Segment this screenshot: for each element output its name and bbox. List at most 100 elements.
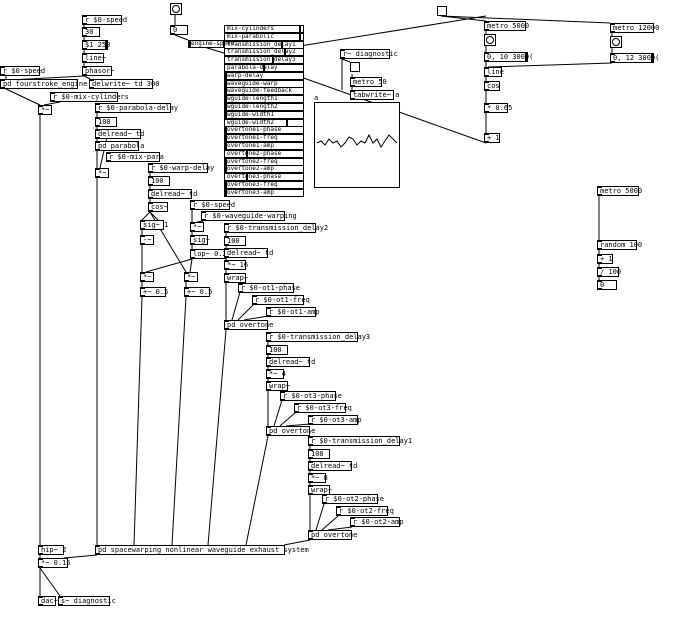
slider-knob[interactable] — [225, 104, 227, 110]
mul-tilde-wg[interactable]: *~ — [190, 222, 204, 232]
slider-transmission-delay2[interactable]: transmission_delay2 — [224, 48, 304, 56]
master-toggle[interactable] — [437, 6, 447, 16]
bang-b[interactable] — [610, 36, 622, 48]
msg-0-10-3000[interactable]: 0, 10 3000( — [484, 52, 533, 62]
mul-16[interactable]: *~ 16 — [224, 260, 248, 270]
diagnostic-toggle[interactable] — [350, 62, 360, 72]
slider-overtone3-amp[interactable]: overtone3-amp — [224, 189, 304, 197]
mul-tilde-warp2[interactable]: *~ — [184, 272, 198, 282]
wrap-a[interactable]: wrap~ — [224, 273, 248, 283]
pd-overtone-2[interactable]: pd overtone — [266, 426, 315, 436]
delread-td-e[interactable]: delread~ td — [308, 461, 357, 471]
slider-knob[interactable] — [225, 127, 227, 133]
r-parabola-delay[interactable]: r $0-parabola-delay — [95, 103, 178, 113]
slider-knob[interactable] — [225, 135, 227, 141]
sig-tilde[interactable]: sig~ — [190, 235, 210, 245]
r-ot3-phase[interactable]: r $0-ot3-phase — [280, 391, 342, 401]
r-ot3-amp[interactable]: r $0-ot3-amp — [308, 415, 362, 425]
slider-overtone3-phase[interactable]: overtone3-phase — [224, 173, 304, 181]
slider-overtone2-amp[interactable]: overtone2-amp — [224, 165, 304, 173]
number-100-e[interactable]: 100 — [308, 449, 330, 459]
start-bang[interactable] — [170, 3, 182, 15]
r-waveguide-warping[interactable]: r $0-waveguide-warping — [201, 211, 297, 221]
r-speed-top[interactable]: r $0-speed — [82, 15, 127, 25]
mul-0-15[interactable]: *~ 0.15 — [38, 558, 71, 568]
slider-transmission-delay3[interactable]: transmission_delay3 — [224, 56, 304, 64]
slider-knob[interactable] — [225, 143, 227, 149]
div-100[interactable]: / 100 — [597, 267, 621, 277]
slider-overtone2-phase[interactable]: overtone2-phase — [224, 150, 304, 158]
slider-knob[interactable] — [246, 174, 248, 180]
cos-tilde[interactable]: cos~ — [148, 202, 168, 212]
msg-0-12-3000[interactable]: 0, 12 3000( — [610, 53, 659, 63]
array-graph[interactable] — [314, 102, 400, 188]
r-warp-delay[interactable]: r $0-warp-delay — [148, 163, 214, 173]
wrap-b[interactable]: wrap~ — [266, 381, 290, 391]
pd-spacewarping[interactable]: pd spacewarping nonlinear waveguide exha… — [95, 545, 309, 555]
r-ot1-phase[interactable]: r $0-ot1-phase — [238, 283, 300, 293]
slider-wguide-length1[interactable]: wguide-length1 — [224, 95, 304, 103]
r-transmission-delay1[interactable]: r $0-transmission_delay1 — [308, 436, 412, 446]
r-mix-cylinders[interactable]: r $0-mix-cylinders — [50, 92, 129, 102]
mul-0-65[interactable]: * 0.65 — [484, 103, 512, 113]
mul-tilde-warp1[interactable]: *~ — [140, 272, 154, 282]
minus-tilde[interactable]: -~ — [140, 235, 154, 245]
r-diagnostic[interactable]: r~ diagnostic — [340, 49, 398, 59]
r-ot2-freq[interactable]: r $0-ot2-freq — [336, 506, 394, 516]
r-transmission-delay2[interactable]: r $0-transmission_delay2 — [224, 223, 328, 233]
slider-overtone1-amp[interactable]: overtone1-amp — [224, 142, 304, 150]
phasor[interactable]: phasor~ — [82, 66, 115, 76]
dac[interactable]: dac~ — [38, 596, 58, 606]
number-100-b[interactable]: 100 — [148, 176, 170, 186]
random-100[interactable]: random 100 — [597, 240, 642, 250]
delwrite-td[interactable]: delwrite~ td 300 — [89, 79, 159, 89]
mul-tilde-para[interactable]: *~ — [95, 168, 109, 178]
metro-50[interactable]: metro 50 — [350, 77, 387, 87]
r-mix-para[interactable]: r $0-mix-para — [106, 152, 164, 162]
slider-knob[interactable] — [225, 81, 227, 87]
r-transmission-delay3[interactable]: r $0-transmission_delay3 — [266, 332, 370, 342]
slider-wguide-length2[interactable]: wguide-length2 — [224, 103, 304, 111]
number-box-out[interactable]: 0 — [597, 280, 617, 290]
slider-knob[interactable] — [272, 57, 274, 63]
plus-0-5-b[interactable]: +~ 0.5 — [184, 287, 212, 297]
metro-5000-bottom[interactable]: metro 5000 — [597, 186, 642, 196]
r-ot1-freq[interactable]: r $0-ot1-freq — [252, 295, 310, 305]
line-right[interactable]: line — [484, 67, 504, 77]
delread-td-c[interactable]: delread~ td — [224, 248, 273, 258]
slider-knob[interactable] — [299, 34, 301, 40]
cos-right[interactable]: cos — [484, 81, 500, 91]
number-100-a[interactable]: 100 — [95, 117, 117, 127]
mul-tilde-left[interactable]: *~ — [38, 105, 52, 115]
r-ot3-freq[interactable]: r $0-ot3-freq — [294, 403, 352, 413]
metro-5000-top[interactable]: metro 5000 — [484, 21, 529, 31]
pd-parabola[interactable]: pd parabola — [95, 141, 144, 151]
slider-overtone3-freq[interactable]: overtone3-freq — [224, 181, 304, 189]
slider-mix-parabolic[interactable]: mix-parabolic — [224, 33, 304, 41]
r-ot1-amp[interactable]: r $0-ot1-amp — [266, 307, 320, 317]
bang-a[interactable] — [484, 34, 496, 46]
slider-parabola-delay[interactable]: parabola-delay — [224, 64, 304, 72]
wrap-c[interactable]: wrap~ — [308, 485, 332, 495]
metro-12000[interactable]: metro 12000 — [610, 23, 659, 33]
msg-1-250[interactable]: $1 250 — [82, 40, 110, 50]
slider-overtone1-freq[interactable]: overtone1-freq — [224, 134, 304, 142]
number-100-d[interactable]: 100 — [266, 345, 288, 355]
slider-knob[interactable] — [246, 151, 248, 157]
slider-knob[interactable] — [225, 159, 227, 165]
number-box[interactable]: 0 — [170, 25, 188, 35]
slider-wguide-width1[interactable]: wguide-width1 — [224, 111, 304, 119]
tabwrite-a[interactable]: tabwrite~ a — [350, 90, 399, 100]
plus-0-5-a[interactable]: +~ 0.5 — [140, 287, 168, 297]
delread-td-a[interactable]: delread~ td — [95, 129, 144, 139]
delread-td-b[interactable]: delread~ td — [148, 189, 197, 199]
slider-knob[interactable] — [263, 65, 265, 71]
lop-0-2[interactable]: lop~ 0.2 — [190, 249, 227, 259]
slider-waveguide-feedback[interactable]: waveguide-feedback — [224, 87, 304, 95]
r-ot2-amp[interactable]: r $0-ot2-amp — [350, 517, 404, 527]
slider-mix-cylinders[interactable]: mix-cylinders — [224, 25, 304, 33]
slider-knob[interactable] — [225, 166, 227, 172]
line-tilde[interactable]: line~ — [82, 53, 106, 63]
slider-knob[interactable] — [225, 112, 227, 118]
